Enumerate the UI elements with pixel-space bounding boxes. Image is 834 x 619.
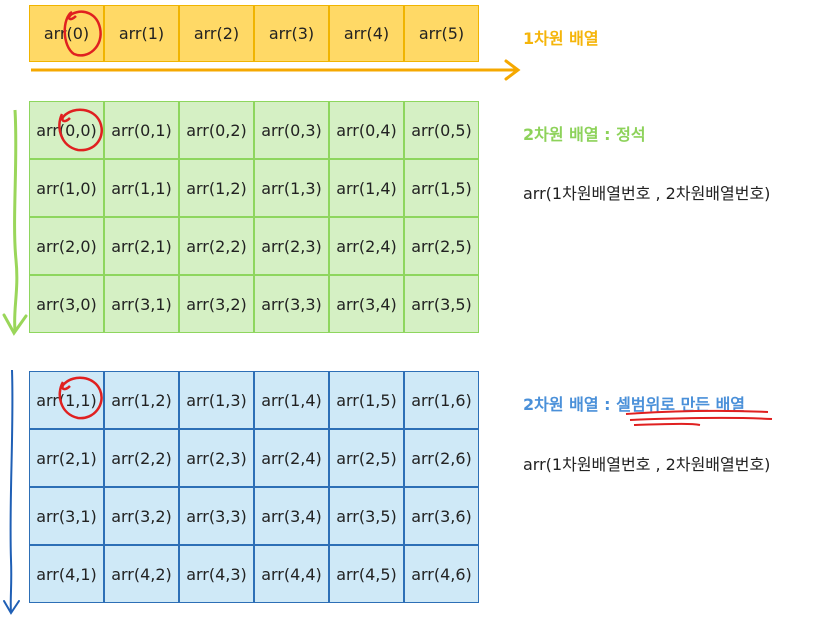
- array-cell: arr(2,5): [404, 217, 479, 275]
- array-cell: arr(0): [29, 5, 104, 62]
- vertical-arrow-green-head: [2, 313, 28, 336]
- vertical-arrow-blue: [9, 369, 14, 613]
- array-cell: arr(3,3): [254, 275, 329, 333]
- array-cell: arr(2,2): [179, 217, 254, 275]
- array-cell: arr(3,0): [29, 275, 104, 333]
- two-d-cell-range-label-emphasis: 셀범위로 만든 배열: [616, 395, 746, 414]
- array-cell: arr(1,3): [179, 371, 254, 429]
- two-d-cell-range-label: 2차원 배열 : 셀범위로 만든 배열: [523, 391, 745, 415]
- array-cell: arr(3,5): [404, 275, 479, 333]
- horizontal-arrow-head: [504, 59, 521, 81]
- array-cell: arr(1,2): [104, 371, 179, 429]
- array-cell: arr(2,1): [104, 217, 179, 275]
- array-cell: arr(4,4): [254, 545, 329, 603]
- array-cell: arr(1,1): [104, 159, 179, 217]
- array-cell: arr(0,2): [179, 101, 254, 159]
- array-cell: arr(1,5): [329, 371, 404, 429]
- array-cell: arr(2,5): [329, 429, 404, 487]
- two-d-array-grid-cell-range: arr(1,1)arr(1,2)arr(1,3)arr(1,4)arr(1,5)…: [29, 371, 479, 603]
- array-cell: arr(1,5): [404, 159, 479, 217]
- array-cell: arr(1,3): [254, 159, 329, 217]
- array-cell: arr(2,0): [29, 217, 104, 275]
- array-cell: arr(4): [329, 5, 404, 62]
- array-cell: arr(1): [104, 5, 179, 62]
- array-cell: arr(4,6): [404, 545, 479, 603]
- two-d-fixed-description: arr(1차원배열번호 , 2차원배열번호): [523, 184, 771, 203]
- array-cell: arr(3,6): [404, 487, 479, 545]
- two-d-cell-range-label-prefix: 2차원 배열 :: [523, 395, 617, 414]
- array-cell: arr(4,1): [29, 545, 104, 603]
- array-cell: arr(5): [404, 5, 479, 62]
- array-cell: arr(0,0): [29, 101, 104, 159]
- array-cell: arr(2,6): [404, 429, 479, 487]
- array-cell: arr(2,4): [329, 217, 404, 275]
- array-cell: arr(3,2): [104, 487, 179, 545]
- vertical-arrow-green: [13, 109, 19, 331]
- array-cell: arr(3,5): [329, 487, 404, 545]
- array-cell: arr(4,2): [104, 545, 179, 603]
- two-d-array-grid-fixed: arr(0,0)arr(0,1)arr(0,2)arr(0,3)arr(0,4)…: [29, 101, 479, 333]
- array-cell: arr(2,3): [179, 429, 254, 487]
- array-cell: arr(0,5): [404, 101, 479, 159]
- array-cell: arr(1,4): [329, 159, 404, 217]
- two-d-cell-range-description: arr(1차원배열번호 , 2차원배열번호): [523, 455, 771, 474]
- array-cell: arr(2,3): [254, 217, 329, 275]
- array-cell: arr(3): [254, 5, 329, 62]
- array-cell: arr(1,1): [29, 371, 104, 429]
- array-cell: arr(3,1): [29, 487, 104, 545]
- array-cell: arr(0,3): [254, 101, 329, 159]
- array-cell: arr(1,0): [29, 159, 104, 217]
- array-cell: arr(2,2): [104, 429, 179, 487]
- array-cell: arr(2,1): [29, 429, 104, 487]
- array-cell: arr(1,4): [254, 371, 329, 429]
- two-d-fixed-label: 2차원 배열 : 정석: [523, 125, 646, 144]
- array-cell: arr(4,5): [329, 545, 404, 603]
- vertical-arrow-blue-head: [3, 600, 20, 615]
- array-cell: arr(0,1): [104, 101, 179, 159]
- array-cell: arr(2): [179, 5, 254, 62]
- highlight-underline-scribble: [629, 416, 773, 426]
- array-cell: arr(0,4): [329, 101, 404, 159]
- array-cell: arr(3,4): [329, 275, 404, 333]
- array-cell: arr(3,1): [104, 275, 179, 333]
- array-cell: arr(2,4): [254, 429, 329, 487]
- array-cell: arr(3,4): [254, 487, 329, 545]
- array-cell: arr(4,3): [179, 545, 254, 603]
- array-cell: arr(1,2): [179, 159, 254, 217]
- array-cell: arr(3,3): [179, 487, 254, 545]
- array-cell: arr(3,2): [179, 275, 254, 333]
- one-d-array-label: 1차원 배열: [523, 29, 599, 48]
- array-cell: arr(1,6): [404, 371, 479, 429]
- one-d-array-grid: arr(0)arr(1)arr(2)arr(3)arr(4)arr(5): [29, 5, 479, 62]
